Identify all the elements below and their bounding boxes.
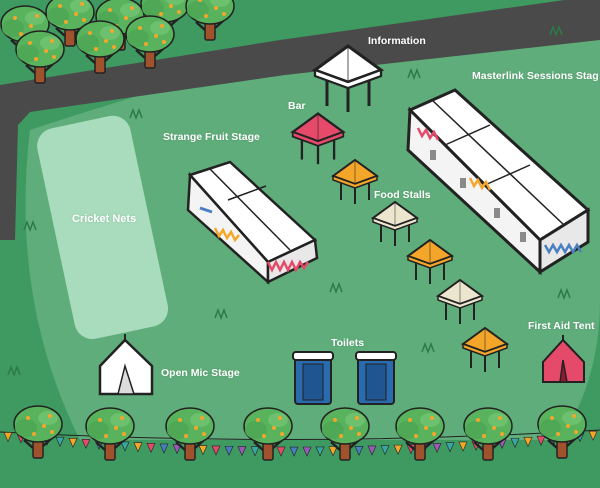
label-food-stalls: Food Stalls	[374, 189, 431, 201]
bunting-flag	[315, 446, 325, 457]
portable-toilet-icon[interactable]	[292, 351, 334, 405]
first-aid-tent-icon[interactable]	[542, 335, 585, 383]
bunting-flag	[198, 445, 208, 456]
bunting-flag	[3, 432, 13, 443]
strange-fruit-stage-icon[interactable]	[186, 160, 319, 285]
bunting-flag	[224, 445, 234, 456]
bunting-flag	[536, 435, 546, 446]
portable-toilet-icon[interactable]	[355, 351, 397, 405]
label-first-aid-tent: First Aid Tent	[528, 320, 595, 332]
bunting-flag	[510, 438, 520, 449]
bunting-flag	[302, 446, 312, 457]
road	[0, 0, 600, 240]
bunting-flag	[445, 442, 455, 453]
bunting-flag	[380, 445, 390, 456]
bunting-flag	[523, 437, 533, 448]
grass-tufts	[7, 24, 571, 378]
bunting-flag	[120, 441, 130, 452]
bunting-flag	[55, 436, 65, 447]
bunting-flag	[289, 446, 299, 457]
bunting-flag	[367, 445, 377, 456]
bunting-flag	[68, 437, 78, 449]
label-information: Information	[368, 35, 426, 47]
bunting-flag	[328, 446, 338, 457]
bunting-flag	[81, 438, 91, 450]
bunting-flag	[133, 442, 143, 453]
label-bar: Bar	[288, 100, 306, 112]
bunting-flag	[432, 443, 442, 454]
bunting-flag	[588, 430, 598, 441]
label-masterlink-stage: Masterlink Sessions Stag	[472, 70, 599, 82]
bunting-flag	[159, 443, 169, 454]
bunting-flag	[393, 444, 403, 455]
bunting-flag	[146, 443, 156, 454]
open-mic-tent-icon[interactable]	[98, 334, 154, 396]
label-cricket-nets: Cricket Nets	[72, 213, 137, 225]
cricket-nets-area[interactable]	[34, 112, 172, 342]
bunting-flag	[276, 446, 286, 457]
masterlink-stage-icon[interactable]	[406, 88, 591, 276]
label-toilets: Toilets	[331, 337, 365, 349]
bunting-flag	[250, 446, 260, 457]
bunting-flag	[354, 445, 364, 457]
bunting-flag	[458, 441, 468, 452]
bunting-flag	[211, 445, 221, 456]
label-open-mic-stage: Open Mic Stage	[161, 367, 240, 379]
label-strange-fruit-stage: Strange Fruit Stage	[163, 131, 260, 143]
bunting-flag	[237, 446, 247, 457]
